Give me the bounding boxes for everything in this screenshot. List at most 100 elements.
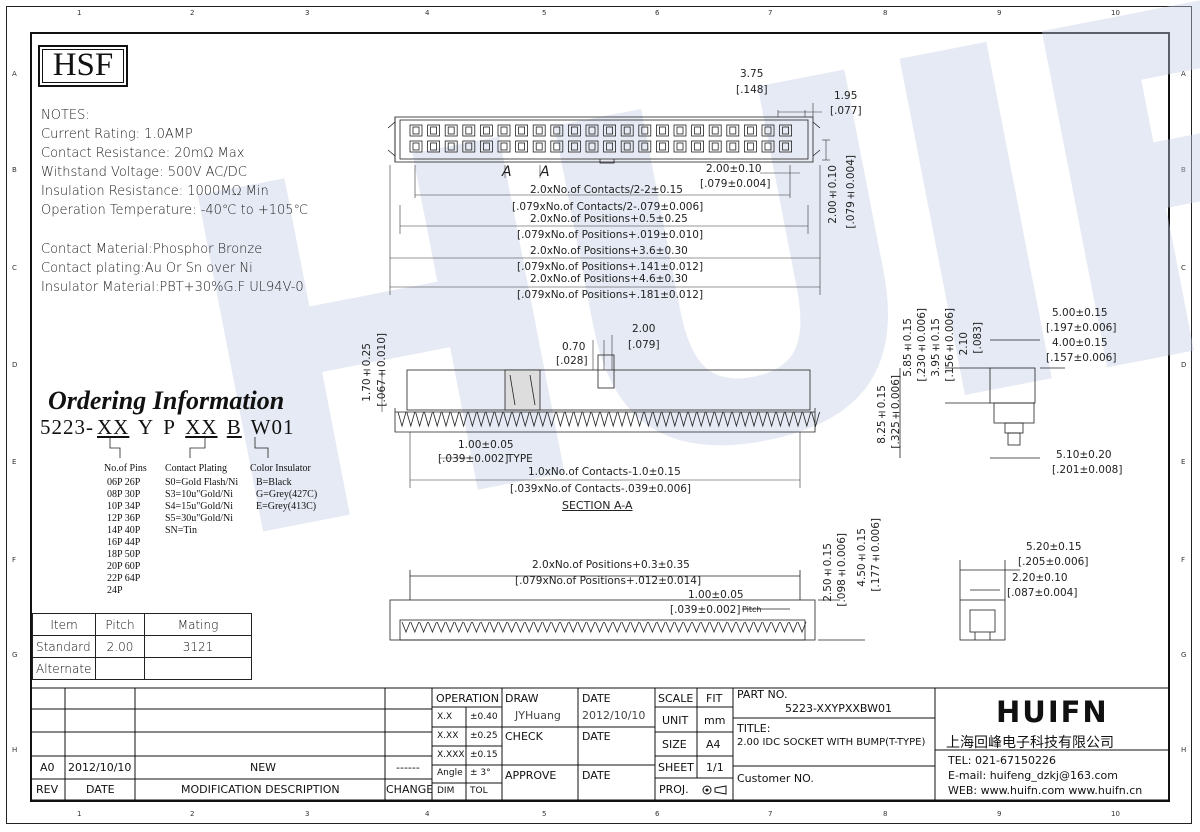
column-reference: 3: [305, 810, 310, 818]
dim-text: 0.70: [562, 341, 586, 353]
section-tooth: [520, 411, 530, 428]
ordering-option: 12P 36P: [107, 513, 141, 524]
bottom-tooth: [709, 621, 719, 634]
bottom-tooth: [656, 621, 666, 634]
section-tooth: [784, 411, 794, 428]
code-prefix: 5223-: [40, 415, 94, 439]
part-no: 5223-XXYPXXBW01: [785, 702, 892, 715]
ordering-option: G=Grey(427C): [256, 489, 318, 500]
date-label: DATE: [582, 730, 611, 743]
bottom-tooth: [744, 621, 754, 634]
ordering-option: 20P 60P: [107, 561, 141, 572]
bottom-tooth: [639, 621, 648, 634]
bottom-tooth: [621, 621, 631, 634]
pin-cavity: [568, 140, 581, 153]
pin-contact: [571, 126, 578, 135]
bottom-tooth: [674, 621, 684, 634]
bottom-tooth: [560, 621, 569, 634]
ordering-option: 16P 44P: [107, 537, 141, 548]
tolerance-cell: ±0.15: [470, 750, 498, 760]
huifn-logo: HUIFN: [996, 695, 1109, 729]
pin-contact: [659, 126, 666, 135]
tolerance-cell: DIM: [437, 786, 455, 796]
dim-text: [.079xNo.of Positions+.181±0.012]: [517, 289, 704, 301]
pin-contact: [518, 142, 525, 151]
section-tooth: [758, 411, 768, 428]
pin-contact: [465, 126, 473, 135]
bottom-tooth: [516, 621, 525, 634]
bottom-tooth: [428, 621, 437, 634]
date-label: DATE: [582, 692, 611, 705]
pin-contact: [535, 142, 543, 151]
pin-contact: [430, 142, 438, 151]
pin-contact: [482, 142, 490, 151]
dim-text: 2.00±0.10: [706, 163, 762, 175]
pin-cavity: [462, 140, 476, 153]
code-color: B: [226, 415, 242, 439]
tolerance-cell: ±0.40: [470, 712, 498, 722]
pin-cavity: [568, 124, 581, 137]
row-reference: C: [12, 264, 17, 272]
section-tooth: [644, 411, 653, 428]
bottom-tooth: [797, 621, 807, 634]
section-tooth: [767, 411, 776, 428]
pin-contact: [623, 126, 631, 135]
pin-cavity: [620, 124, 634, 137]
row-reference: B: [1181, 166, 1186, 174]
pin-contact: [729, 142, 737, 151]
pitch-table-header: Mating: [144, 613, 252, 636]
section-tooth: [441, 411, 451, 428]
pin-contact: [676, 126, 684, 135]
dim-text: 2.0xNo.of Positions+4.6±0.30: [530, 273, 688, 285]
section-teeth: [397, 411, 820, 428]
pin-cavity: [444, 140, 458, 153]
pin-contact: [747, 142, 754, 151]
dim-text: Pitch: [742, 605, 762, 614]
pin-cavity: [708, 140, 722, 153]
code-p: P: [163, 415, 176, 439]
dim-text: 2.20±0.10: [1012, 572, 1068, 584]
pin-contact: [430, 126, 438, 135]
bottom-teeth: [401, 621, 807, 634]
pin-cavity: [550, 140, 564, 153]
pin-contact: [606, 142, 613, 151]
company-web: WEB: www.huifn.com www.huifn.cn: [948, 784, 1143, 797]
column-reference: 9: [997, 810, 1002, 818]
unit-label: UNIT: [662, 714, 689, 727]
end-view: [959, 560, 1020, 641]
column-reference: 5: [542, 9, 547, 17]
bottom-tooth: [683, 621, 692, 634]
row-reference: H: [1181, 746, 1187, 754]
pin-cavity: [409, 124, 423, 137]
ordering-option: 06P 26P: [107, 477, 141, 488]
section-tooth: [626, 411, 636, 428]
pin-cavity: [726, 140, 740, 153]
column-reference: 4: [425, 810, 430, 818]
bottom-tooth: [533, 621, 543, 634]
pin-cavity: [620, 140, 634, 153]
bottom-tooth: [577, 621, 587, 634]
hsf-logo-text: HSF: [52, 47, 114, 83]
section-tooth: [494, 411, 504, 428]
dim-text: [.079xNo.of Positions+.019±0.010]: [517, 229, 704, 241]
pin-contact: [694, 142, 701, 151]
dim-text: 4.00±0.15: [1052, 337, 1108, 349]
row-reference: F: [12, 556, 17, 564]
dim-text: 1.00±0.05: [458, 439, 514, 451]
pin-cavity: [691, 124, 704, 137]
rev-header: DATE: [86, 783, 115, 796]
bottom-tooth: [727, 621, 736, 634]
pin-cavity: [779, 140, 792, 153]
pin-contact: [553, 126, 561, 135]
top-view-connector: [387, 116, 821, 164]
row-reference: H: [12, 746, 18, 754]
section-tooth: [485, 411, 495, 428]
pin-contact: [659, 142, 666, 151]
dim-text: 2.0xNo.of Positions+0.3±0.35: [532, 559, 690, 571]
title-label: TITLE:: [737, 722, 771, 735]
dim-text: TYPE: [507, 453, 533, 465]
bottom-tooth: [445, 621, 455, 634]
pitch-table-cell: [144, 657, 252, 680]
bottom-tooth: [542, 621, 552, 634]
